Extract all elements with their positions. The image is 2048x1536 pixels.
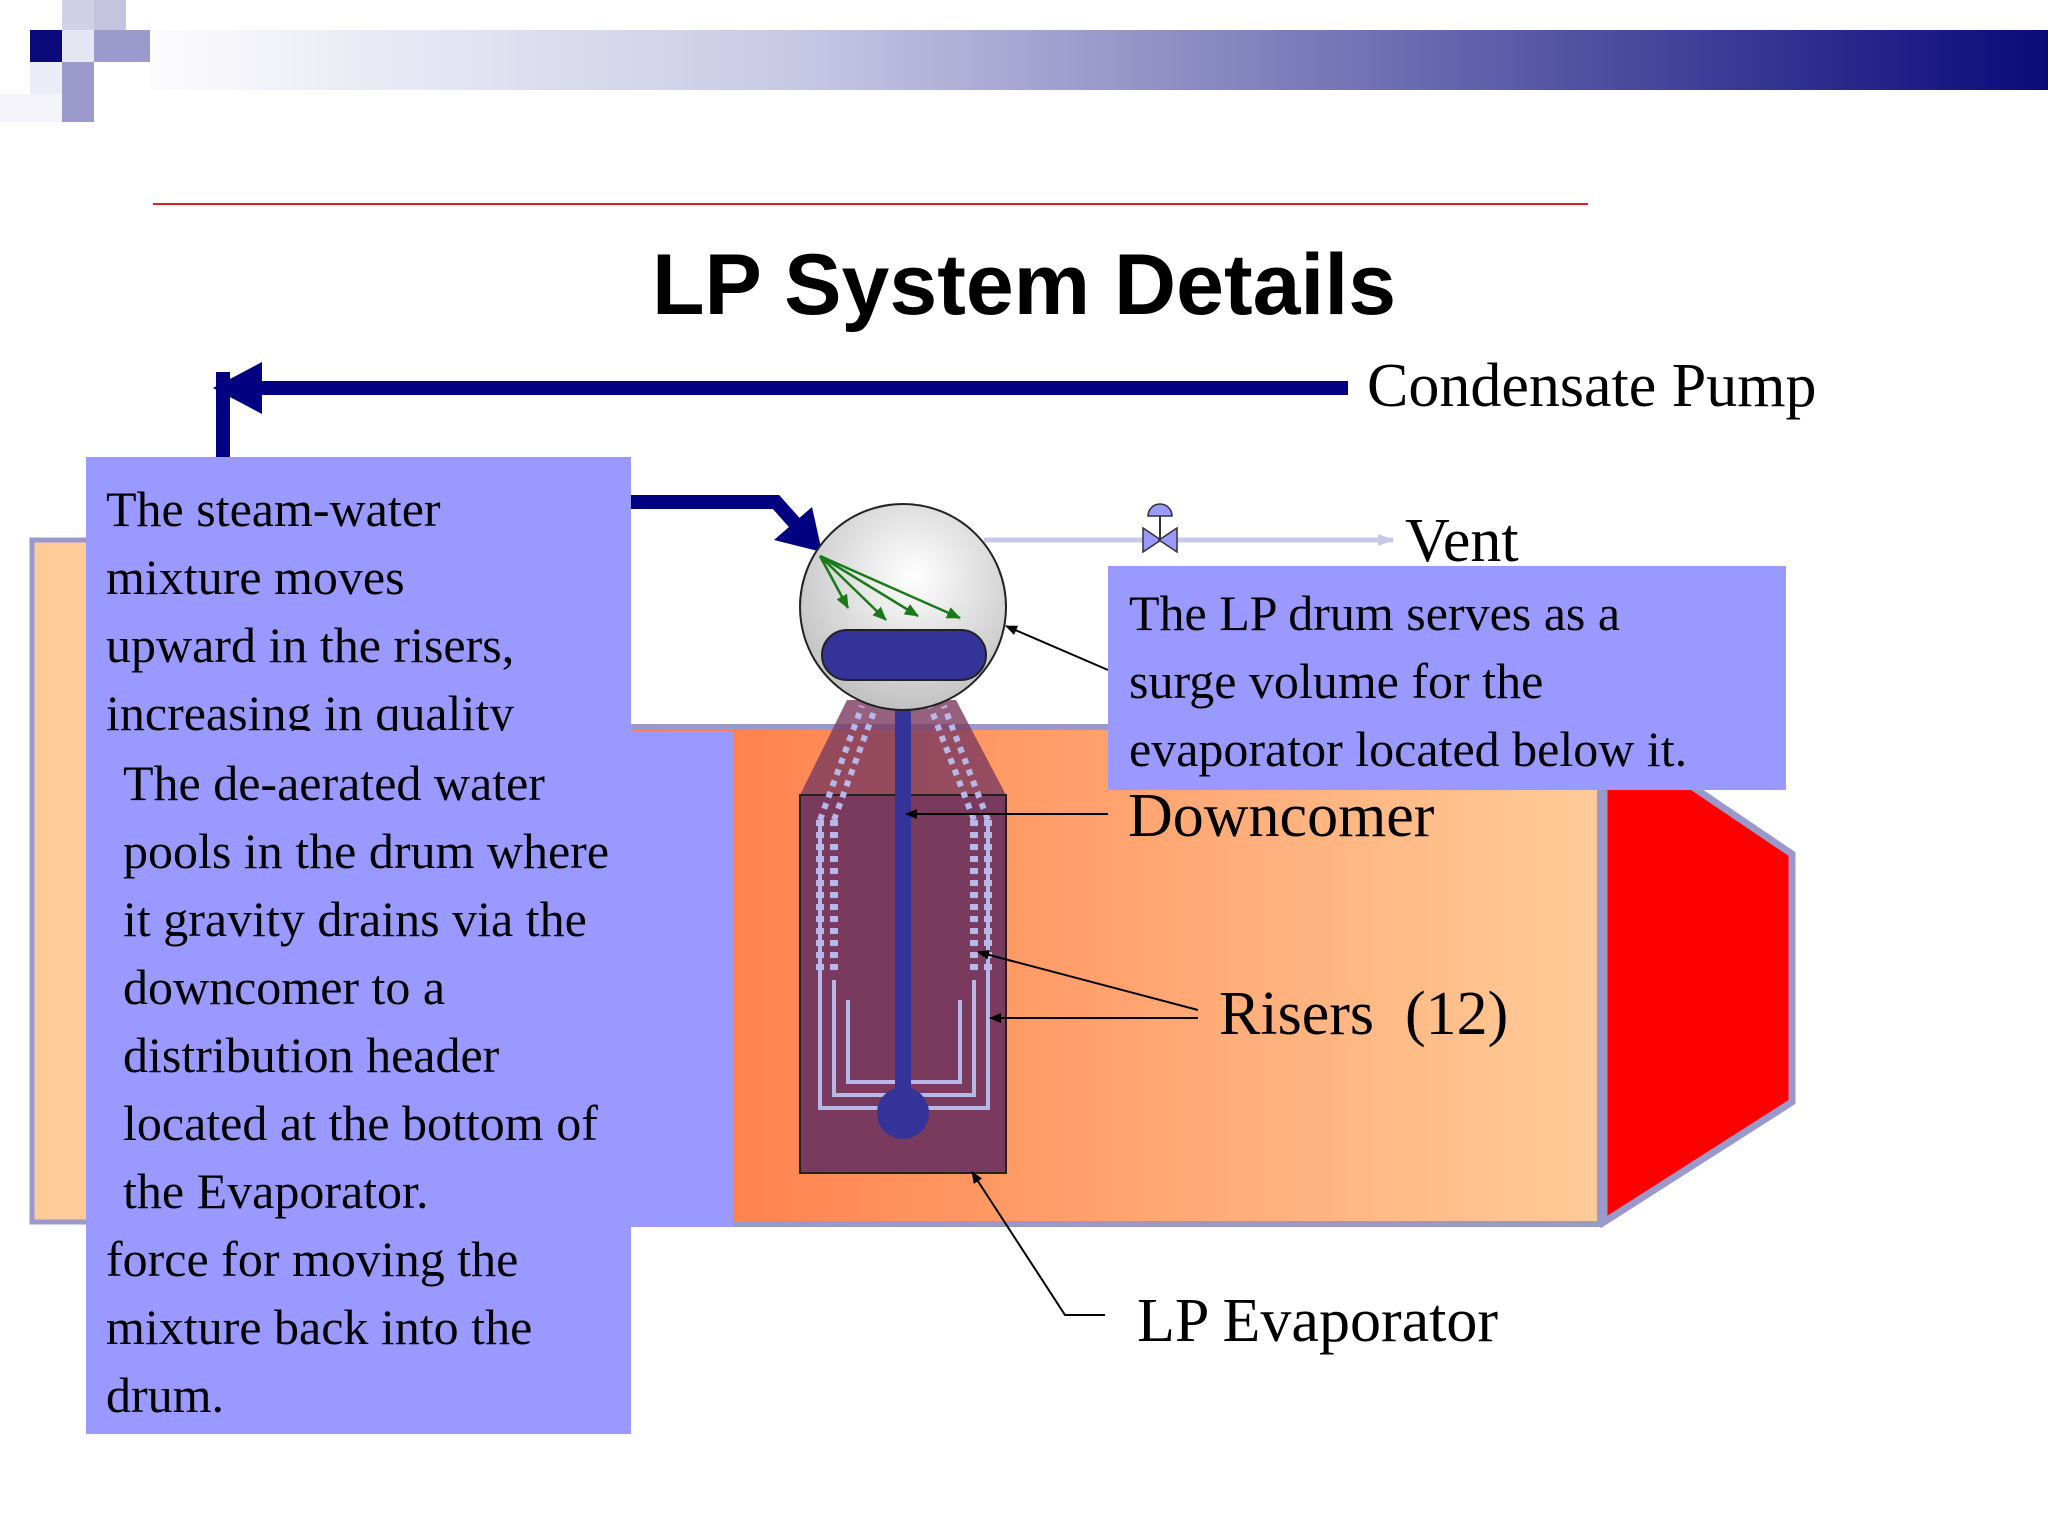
drum-callout-line: The LP drum serves as a — [1129, 585, 1621, 641]
burner-section — [1600, 720, 1796, 1229]
risers-label: Risers (12) — [1219, 980, 1509, 1048]
drum-callout-line: surge volume for the — [1129, 653, 1544, 709]
risers — [816, 704, 992, 1110]
steam-arrows — [818, 554, 961, 621]
header-band — [0, 0, 2048, 122]
distribution-header — [877, 1087, 929, 1139]
downcomer-callout-line: downcomer to a — [123, 959, 446, 1015]
lp-drum — [799, 503, 1007, 711]
slide-title: LP System Details — [651, 237, 1397, 333]
drum-callout-line: evaporator located below it. — [1129, 721, 1688, 777]
risers-callout-line: drum. — [106, 1367, 225, 1423]
vent-line — [984, 503, 1394, 554]
drum-callout: The LP drum serves as a surge volume for… — [1108, 566, 1786, 790]
risers-callout-line: upward in the risers, — [106, 617, 515, 673]
condensate-line — [213, 362, 1348, 470]
leader-lines — [905, 625, 1199, 1316]
risers-callout-line: increasing in quality — [106, 685, 515, 731]
downcomer-label: Downcomer — [1128, 782, 1435, 850]
lp-evaporator-label: LP Evaporator — [1137, 1287, 1498, 1355]
risers-callout-line: The steam-water — [106, 481, 441, 537]
downcomer-callout-line: the Evaporator. — [123, 1163, 429, 1219]
drum-feed-line — [628, 495, 822, 552]
downcomer-callout: The de-aerated water pools in the drum w… — [105, 731, 733, 1227]
vent-label: Vent — [1405, 507, 1519, 575]
downcomer-callout-line: The de-aerated water — [123, 755, 545, 811]
downcomer-callout-line: located at the bottom of — [123, 1095, 598, 1151]
risers-callout-line: force for moving the — [106, 1231, 519, 1287]
downcomer-callout-line: pools in the drum where — [123, 823, 610, 879]
downcomer-callout-line: distribution header — [123, 1027, 500, 1083]
gas-duct — [29, 537, 1796, 1229]
downcomer-callout-line: it gravity drains via the — [123, 891, 587, 947]
lp-evaporator-body — [799, 660, 1007, 1174]
condensate-pump-label: Condensate Pump — [1367, 352, 1817, 420]
risers-callout-line: mixture moves — [106, 549, 405, 605]
risers-callout-line: mixture back into the — [106, 1299, 533, 1355]
